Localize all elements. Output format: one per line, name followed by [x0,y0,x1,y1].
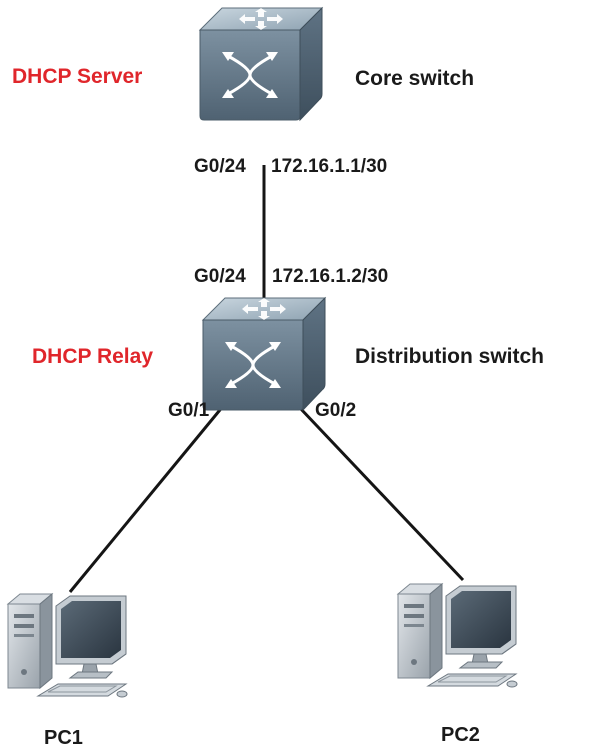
desktop-pc-icon [7,593,128,698]
layer3-switch-icon [198,6,324,122]
distribution-role-label: DHCP Relay [32,345,153,368]
distribution-port-pc1-label: G0/1 [168,400,210,421]
core-switch[interactable] [198,6,324,122]
distribution-pc1-link [68,404,226,593]
core-role-label: DHCP Server [12,65,142,88]
desktop-pc-icon [397,583,518,688]
core-port-label: G0/24 [194,156,246,177]
distribution-uplink-ip-label: 172.16.1.2/30 [272,266,388,287]
layer3-switch-icon [201,296,327,412]
pc2-label: PC2 [441,724,480,746]
pc2[interactable] [397,583,518,688]
core-name-label: Core switch [355,67,474,90]
pc1[interactable] [7,593,128,698]
distribution-switch[interactable] [201,296,327,412]
distribution-pc2-link [298,406,465,582]
pc1-label: PC1 [44,727,83,749]
distribution-uplink-port-label: G0/24 [194,266,246,287]
core-ip-label: 172.16.1.1/30 [271,156,387,177]
distribution-name-label: Distribution switch [355,345,544,368]
distribution-port-pc2-label: G0/2 [315,400,356,421]
